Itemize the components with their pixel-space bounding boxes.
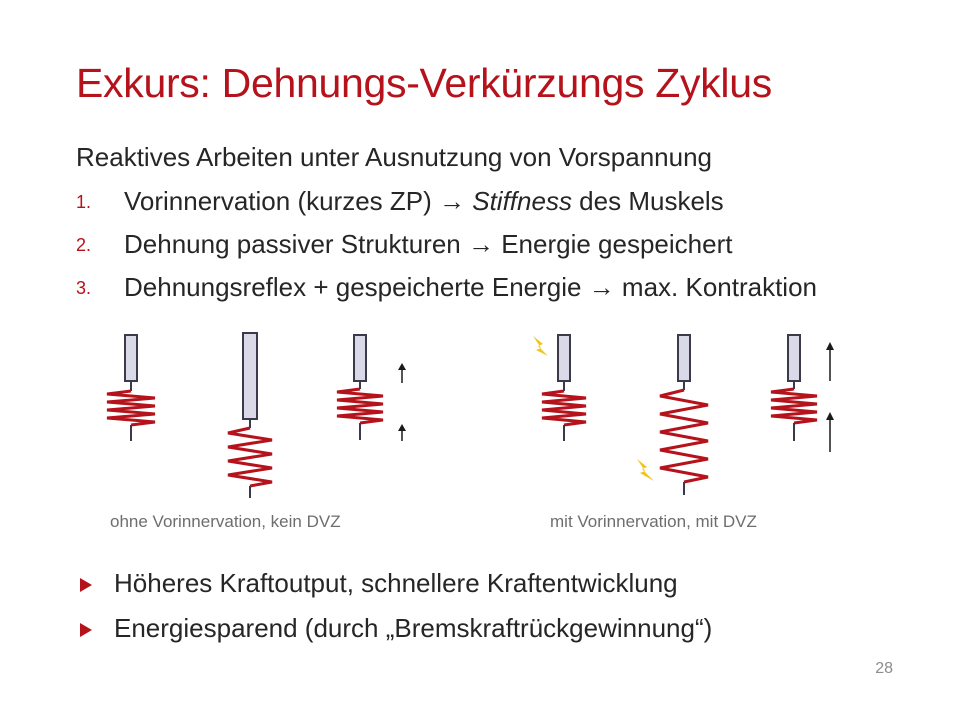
slide-title: Exkurs: Dehnungs-Verkürzungs Zyklus [76, 60, 772, 106]
list-text: Dehnung passiver Strukturen → Energie ge… [124, 229, 733, 259]
lightning-icon [637, 459, 654, 481]
spring [106, 389, 156, 427]
list-number: 3. [76, 278, 92, 298]
arrow-up-icon [826, 342, 834, 381]
caption-right: mit Vorinnervation, mit DVZ [550, 512, 757, 531]
rod [242, 332, 258, 420]
list-number: 2. [76, 235, 92, 255]
spring-model-4 [533, 334, 587, 441]
list-text-italic: Stiffness [472, 186, 572, 216]
rod [124, 334, 138, 382]
rod [677, 334, 691, 382]
spring [227, 426, 273, 488]
rod [557, 334, 571, 382]
slide-subtitle: Reaktives Arbeiten unter Ausnutzung von … [76, 142, 712, 172]
arrow-up-icon [398, 363, 406, 383]
triangle-bullet-icon [80, 578, 92, 592]
bullet-text: Energiesparend (durch „Bremskraftrückgew… [114, 613, 713, 643]
caption-left: ohne Vorinnervation, kein DVZ [110, 512, 341, 531]
triangle-bullet-icon [80, 623, 92, 637]
spring-model-6 [770, 334, 834, 452]
lightning-icon [533, 336, 548, 356]
list-text: Vorinnervation (kurzes ZP) → Stiffness d… [124, 186, 724, 217]
bullet-text: Höheres Kraftoutput, schnellere Kraftent… [114, 568, 678, 598]
list-text: Dehnungsreflex + gespeicherte Energie → … [124, 272, 817, 302]
arrow-up-icon [398, 424, 406, 441]
rod [353, 334, 367, 382]
spring [541, 389, 587, 427]
list-text-before: Vorinnervation (kurzes ZP) → [124, 186, 473, 216]
spring [770, 387, 818, 425]
list-number: 1. [76, 192, 92, 212]
spring-model-1 [106, 334, 156, 441]
arrow-up-icon [826, 412, 834, 452]
spring-model-3 [336, 334, 406, 441]
spring-model-2 [227, 332, 273, 498]
rod [787, 334, 801, 382]
list-text-after: des Muskels [571, 186, 724, 216]
page-number: 28 [875, 660, 893, 677]
spring [336, 387, 384, 425]
spring-model-5 [637, 334, 709, 495]
spring [659, 388, 709, 484]
